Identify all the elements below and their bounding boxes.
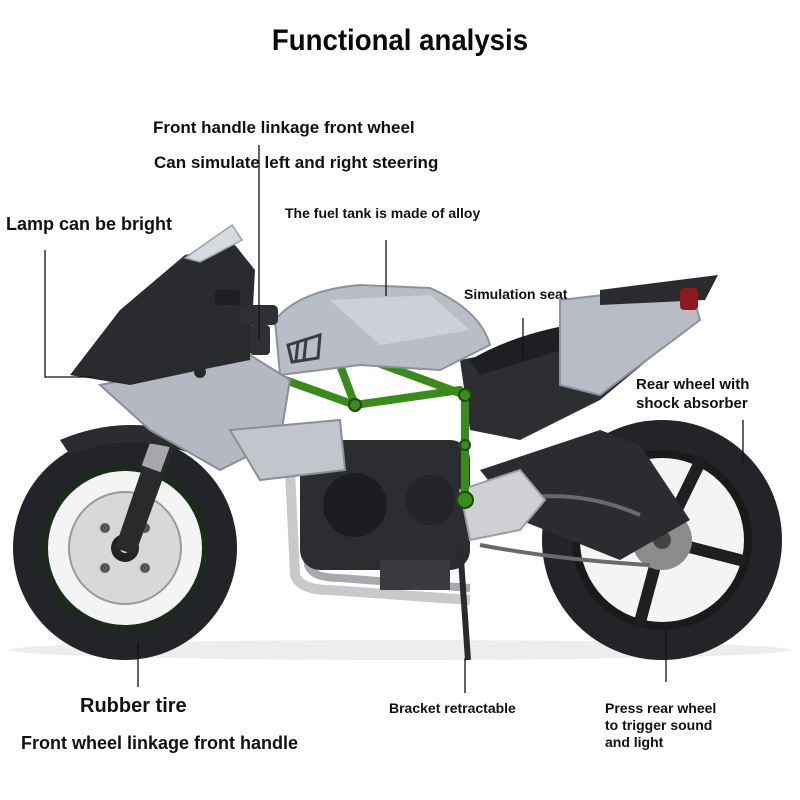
callout-rubber-tire: Rubber tire [80, 695, 187, 717]
footpeg-bracket [458, 468, 547, 542]
lower-fairing [228, 418, 347, 482]
callout-front-wheel-linkage: Front wheel linkage front handle [21, 733, 299, 753]
callout-press-rear-line1: Press rear wheel [605, 700, 717, 716]
ground-shadow [10, 640, 790, 660]
swingarm [480, 430, 690, 560]
callout-lamp: Lamp can be bright [6, 214, 173, 234]
leader-lines [44, 145, 744, 693]
callout-fuel-tank: The fuel tank is made of alloy [285, 205, 481, 221]
tank-emblem [286, 332, 322, 364]
callout-rear-wheel-line2: shock absorber [636, 395, 748, 412]
leader-line-lamp [44, 250, 92, 378]
side-stand [457, 544, 471, 661]
tail-top [600, 275, 718, 305]
exhaust-pipes [285, 469, 471, 605]
callout-seat: Simulation seat [464, 286, 568, 302]
callout-rear-wheel-line1: Rear wheel with [636, 376, 750, 393]
callout-press-rear-line3: and light [605, 734, 664, 750]
callout-front-handle-line2: Can simulate left and right steering [154, 153, 439, 172]
engine [300, 440, 470, 590]
callout-press-rear-line2: to trigger sound [605, 717, 713, 733]
windscreen [183, 223, 244, 263]
page-title: Functional analysis [271, 24, 529, 57]
front-fairing [70, 245, 255, 385]
tail-light [680, 288, 698, 310]
callout-front-handle-line1: Front handle linkage front wheel [153, 118, 415, 137]
mirror [215, 290, 240, 305]
front-fork [115, 445, 175, 555]
callout-bracket: Bracket retractable [389, 700, 516, 716]
